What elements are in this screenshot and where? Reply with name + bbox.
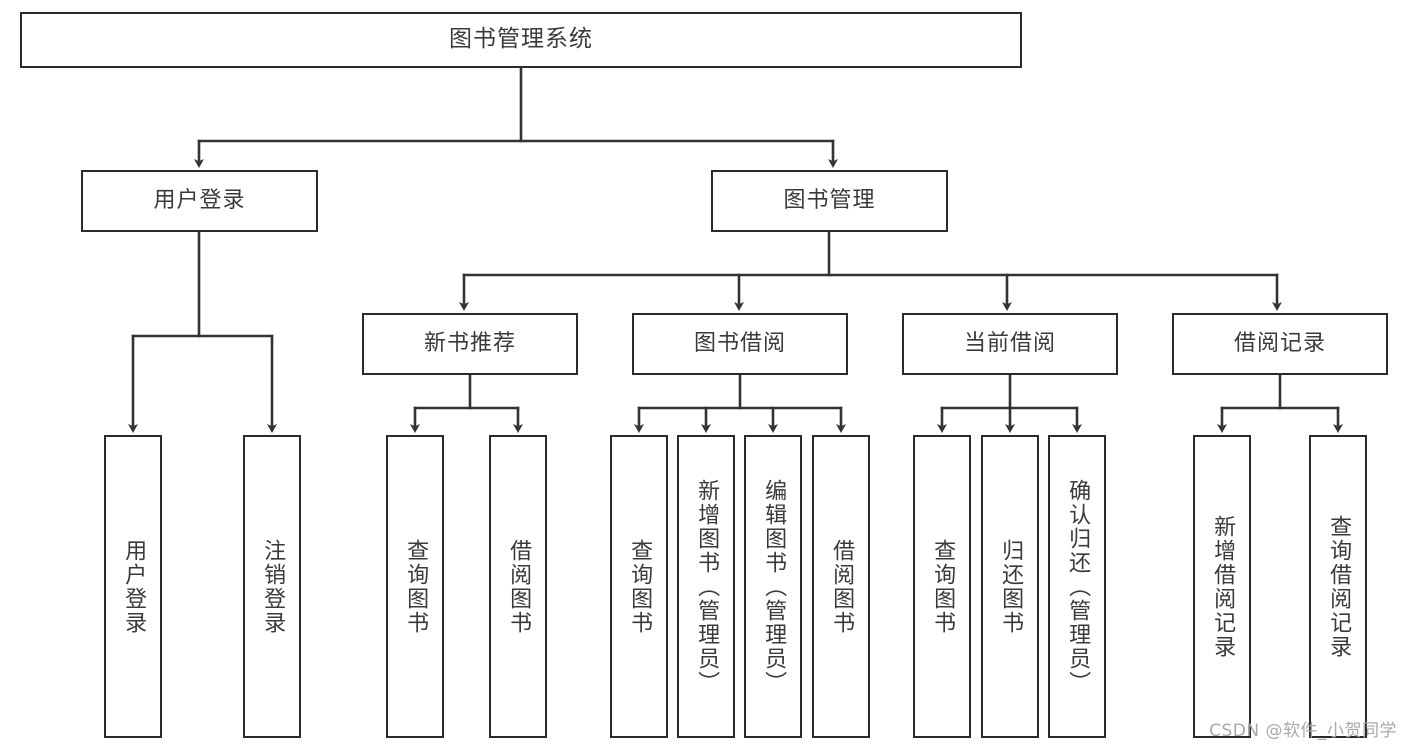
node-label: 用户登录	[121, 538, 147, 635]
leaf-current-borrow-confirm-return-admin[interactable]: 确认归还（管理员）	[1048, 435, 1106, 738]
node-book-borrow[interactable]: 图书借阅	[632, 313, 848, 375]
node-label: 查询借阅记录	[1326, 514, 1352, 659]
leaf-new-book-borrow-book[interactable]: 借阅图书	[489, 435, 547, 738]
leaf-new-book-query-book[interactable]: 查询图书	[386, 435, 444, 738]
node-root-book-management-system[interactable]: 图书管理系统	[20, 12, 1022, 68]
node-label: 图书管理系统	[449, 26, 593, 53]
node-label: 新增图书（管理员）	[694, 478, 720, 695]
node-book-management[interactable]: 图书管理	[711, 170, 948, 232]
leaf-user-login-login[interactable]: 用户登录	[104, 435, 162, 738]
node-current-borrow[interactable]: 当前借阅	[902, 313, 1118, 375]
node-label: 图书借阅	[693, 330, 786, 356]
csdn-watermark: CSDN @软件_小贺同学	[1209, 721, 1397, 741]
leaf-book-borrow-query-book[interactable]: 查询图书	[610, 435, 668, 738]
node-label: 查询图书	[627, 538, 653, 635]
leaf-current-borrow-query-book[interactable]: 查询图书	[913, 435, 971, 738]
node-new-book-recommend[interactable]: 新书推荐	[362, 313, 578, 375]
node-label: 归还图书	[998, 538, 1024, 635]
leaf-book-borrow-edit-book-admin[interactable]: 编辑图书（管理员）	[744, 435, 802, 738]
node-label: 借阅图书	[506, 538, 532, 635]
node-label: 借阅图书	[829, 538, 855, 635]
node-label: 编辑图书（管理员）	[761, 478, 787, 695]
node-label: 确认归还（管理员）	[1065, 478, 1091, 695]
leaf-borrow-record-add-record[interactable]: 新增借阅记录	[1193, 435, 1251, 738]
node-label: 用户登录	[153, 187, 246, 213]
leaf-book-borrow-add-book-admin[interactable]: 新增图书（管理员）	[677, 435, 735, 738]
leaf-current-borrow-return-book[interactable]: 归还图书	[981, 435, 1039, 738]
node-label: 查询图书	[403, 538, 429, 635]
leaf-user-login-logout[interactable]: 注销登录	[243, 435, 301, 738]
node-label: 新书推荐	[423, 330, 516, 356]
node-label: 当前借阅	[963, 330, 1056, 356]
node-label: 新增借阅记录	[1210, 514, 1236, 659]
node-label: 图书管理	[783, 187, 876, 213]
node-label: 注销登录	[260, 538, 286, 635]
node-label: 查询图书	[930, 538, 956, 635]
leaf-book-borrow-borrow-book[interactable]: 借阅图书	[812, 435, 870, 738]
leaf-borrow-record-query-record[interactable]: 查询借阅记录	[1309, 435, 1367, 738]
node-label: 借阅记录	[1233, 330, 1326, 356]
node-borrow-record[interactable]: 借阅记录	[1172, 313, 1388, 375]
node-user-login[interactable]: 用户登录	[81, 170, 318, 232]
